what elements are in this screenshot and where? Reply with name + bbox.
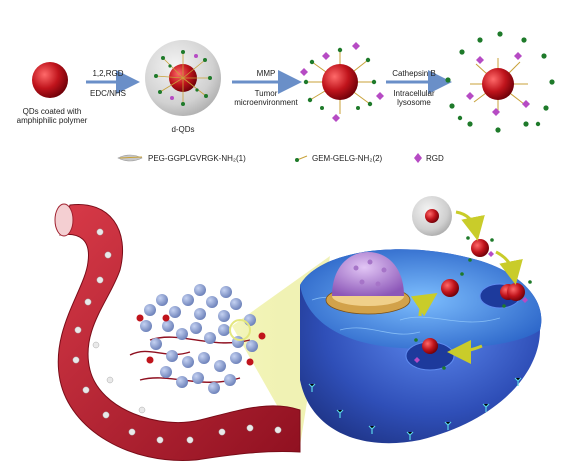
arrow-to-receptor [455,210,485,241]
legend-peg-label: PEG-GGPLGVRGK-NH₂(1) [148,154,246,163]
dqd-label: d-QDs [171,125,194,134]
rgd-diamond-icon [414,153,422,163]
step1-reagent-top: 1,2,RGD [92,69,123,78]
bottom-illustration [54,196,542,461]
step2-env-line1: Tumor [255,89,278,98]
qd-after-mmp [300,42,384,122]
step3-site-line2: lysosome [397,98,431,107]
arrow-to-endosome [495,250,523,285]
qd-entering-1 [471,239,489,257]
top-scheme: QDs coated with amphiphilic polymer 1,2,… [17,31,555,134]
step1-reagent-bottom: EDC/NHS [90,89,126,98]
step2-env-line2: microenvironment [234,98,298,107]
legend-item-gem: GEM-GELG-NH₂(2) [295,154,383,163]
blood-vessel [54,203,301,461]
arrow-escape [410,293,438,317]
legend-item-peg: PEG-GGPLGVRGK-NH₂(1) [117,154,246,163]
dqd-particle [145,40,221,116]
membrane-receptors [308,377,522,440]
nucleus [325,252,411,315]
step2-enzyme: MMP [257,69,276,78]
step3-site-line1: Intracellular [393,89,435,98]
incoming-dqd [412,196,452,236]
legend-item-rgd: RGD [414,153,444,163]
uptake-arrows [410,210,523,364]
step3-enzyme: Cathepsin B [392,69,436,78]
qd-in-cytoplasm [441,279,459,297]
qd-entering-2 [507,283,525,301]
qd-particle [32,62,68,98]
qd-label-line1: QDs coated with [23,107,82,116]
tumor-cell-section [300,249,542,444]
legend-rgd-label: RGD [426,154,444,163]
legend: PEG-GGPLGVRGK-NH₂(1) GEM-GELG-NH₂(2) RGD [117,153,444,163]
legend-gem-label: GEM-GELG-NH₂(2) [312,154,383,163]
tumor-cell-cluster [136,284,266,394]
qd-label-line2: amphiphilic polymer [17,116,88,125]
qd-drug-released [445,31,555,133]
arrow-to-lysosome [447,339,483,364]
